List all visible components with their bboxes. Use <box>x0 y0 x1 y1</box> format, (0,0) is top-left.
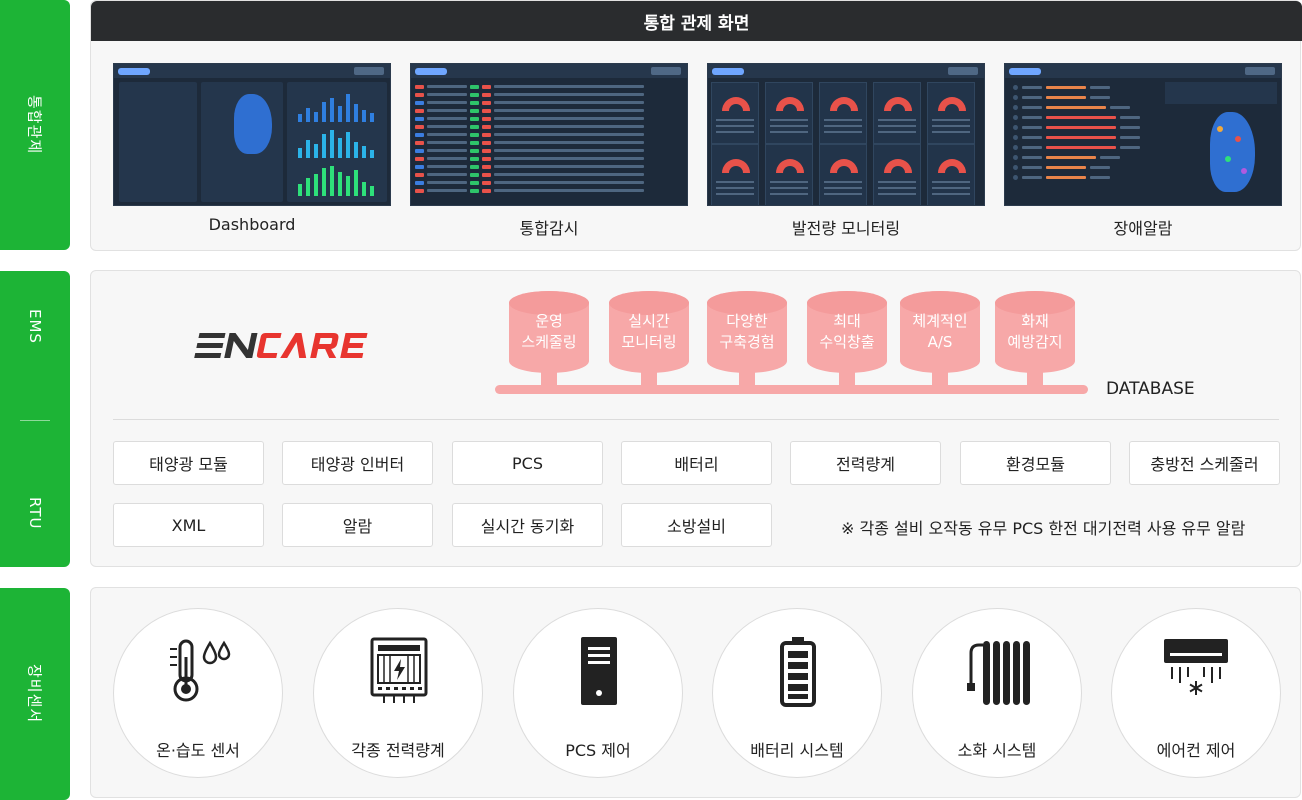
rtu-item: 실시간 동기화 <box>452 503 603 547</box>
rtu-item: 알람 <box>282 503 433 547</box>
database-label: DATABASE <box>1106 379 1195 399</box>
rtu-item: 태양광 인버터 <box>282 441 433 485</box>
side-tab-separator <box>20 419 50 421</box>
integrated-control-panel: 통합 관제 화면 Dashboard <box>90 0 1302 251</box>
battery-icon <box>780 637 816 707</box>
fire-suppression-icon <box>967 641 1030 705</box>
generation-monitoring-screenshot <box>707 63 985 206</box>
side-tab-sensors-label: 장비센서 <box>25 664 44 724</box>
feature-line2: 수익창출 <box>819 333 875 351</box>
equipment-label: 소화 시스템 <box>957 741 1037 760</box>
rtu-item: 충방전 스케줄러 <box>1129 441 1280 485</box>
feature-line2: 스케줄링 <box>521 333 577 351</box>
alarm-note: ※ 각종 설비 오작동 유무 PCS 한전 대기전력 사용 유무 알람 <box>841 519 1246 538</box>
integrated-monitoring-screenshot <box>410 63 688 206</box>
feature-line1: 운영 <box>535 312 563 330</box>
equipment-air-conditioner: 에어컨 제어 <box>1111 608 1281 778</box>
feature-line2: A/S <box>927 333 953 351</box>
encare-logo <box>194 333 368 358</box>
feature-line2: 구축경험 <box>719 333 775 351</box>
equipment-temp-humidity: 온·습도 센서 <box>113 608 283 778</box>
equipment-pcs: PCS 제어 <box>513 608 683 778</box>
rtu-item: PCS <box>452 441 603 485</box>
generation-monitoring-label: 발전량 모니터링 <box>791 219 901 238</box>
feature-line2: 예방감지 <box>1007 333 1063 351</box>
equipment-label: 배터리 시스템 <box>750 741 844 760</box>
fault-alarm-label: 장애알람 <box>1113 219 1173 238</box>
feature-line1: 최대 <box>833 312 861 330</box>
rtu-item: XML <box>113 503 264 547</box>
side-tab-ems-label: EMS <box>26 308 44 344</box>
integrated-monitoring-label: 통합감시 <box>519 219 579 238</box>
equipment-label: PCS 제어 <box>565 741 631 760</box>
rtu-item: 태양광 모듈 <box>113 441 264 485</box>
power-meter-icon <box>370 637 428 703</box>
equipment-fire-suppression: 소화 시스템 <box>912 608 1082 778</box>
equipment-panel: 온·습도 센서 각종 전력량계 PC <box>90 587 1301 798</box>
rtu-item: 소방설비 <box>621 503 772 547</box>
dashboard-label: Dashboard <box>208 215 296 234</box>
feature-line1: 실시간 <box>628 312 670 330</box>
feature-line1: 화재 <box>1021 312 1049 330</box>
thermometer-icon <box>170 639 231 702</box>
side-tab-integrated-label: 통합관제 <box>25 95 44 155</box>
equipment-battery: 배터리 시스템 <box>712 608 882 778</box>
rtu-item: 환경모듈 <box>960 441 1111 485</box>
rtu-item: 전력량계 <box>790 441 941 485</box>
rtu-item: 배터리 <box>621 441 772 485</box>
equipment-power-meter: 각종 전력량계 <box>313 608 483 778</box>
side-tab-ems-rtu: EMS RTU <box>0 271 70 567</box>
side-tab-rtu-label: RTU <box>26 496 44 530</box>
fault-alarm-screenshot <box>1004 63 1282 206</box>
air-conditioner-icon <box>1164 639 1228 695</box>
side-tab-sensors: 장비센서 <box>0 588 70 800</box>
equipment-label: 에어컨 제어 <box>1156 741 1236 760</box>
section-divider <box>113 419 1279 420</box>
feature-line1: 체계적인 <box>912 312 968 330</box>
equipment-label: 온·습도 센서 <box>156 741 240 760</box>
pcs-cabinet-icon <box>581 637 617 705</box>
side-tab-integrated: 통합관제 <box>0 0 70 250</box>
dashboard-screenshot <box>113 63 391 206</box>
feature-line2: 모니터링 <box>621 333 677 351</box>
feature-line1: 다양한 <box>726 312 768 330</box>
database-pipe <box>495 385 1088 394</box>
integrated-panel-header: 통합 관제 화면 <box>91 1 1302 41</box>
equipment-label: 각종 전력량계 <box>351 741 445 760</box>
